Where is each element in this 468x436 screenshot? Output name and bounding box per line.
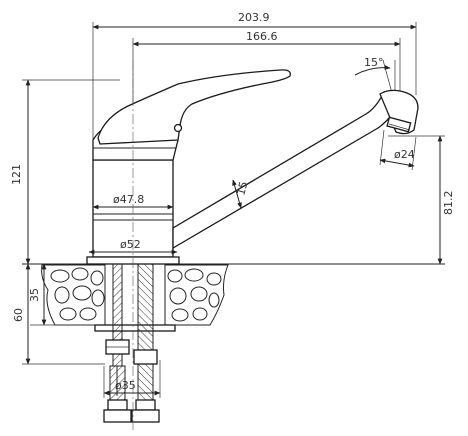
shank-diameter-label: ø35 <box>115 379 136 392</box>
mounting-hardware <box>94 261 176 423</box>
base-diameter-label: ø52 <box>120 238 141 251</box>
shank-depth-label: 60 <box>12 308 25 322</box>
dim-overall-reach: 203.9 <box>92 11 417 140</box>
dim-aerator-diameter: ø24 <box>379 129 417 171</box>
aerator-diameter-label: ø24 <box>394 148 415 161</box>
dim-shank-depth: 60 <box>12 263 105 365</box>
dim-mount-depth: 35 <box>28 263 95 326</box>
dim-spout-height: 81.2 <box>388 135 455 265</box>
lever-handle <box>97 69 291 145</box>
spout-tube-label: 15 <box>234 180 250 197</box>
overall-reach-label: 203.9 <box>238 11 270 24</box>
spout-reach-label: 166.6 <box>246 30 278 43</box>
mount-depth-label: 35 <box>28 288 41 302</box>
dim-total-height: 121 <box>10 79 120 265</box>
dim-base-diameter: ø52 <box>88 238 178 255</box>
total-height-label: 121 <box>10 164 23 185</box>
dim-shank-diameter: ø35 <box>103 360 161 398</box>
handle-screw <box>173 123 183 133</box>
spout-height-label: 81.2 <box>442 191 455 216</box>
dim-spout-tube: 15 <box>232 179 251 209</box>
body-diameter-label: ø47.8 <box>113 193 144 206</box>
faucet-spout <box>172 89 419 250</box>
spout-angle-label: 15° <box>364 56 384 69</box>
mounting-stone <box>41 264 229 326</box>
